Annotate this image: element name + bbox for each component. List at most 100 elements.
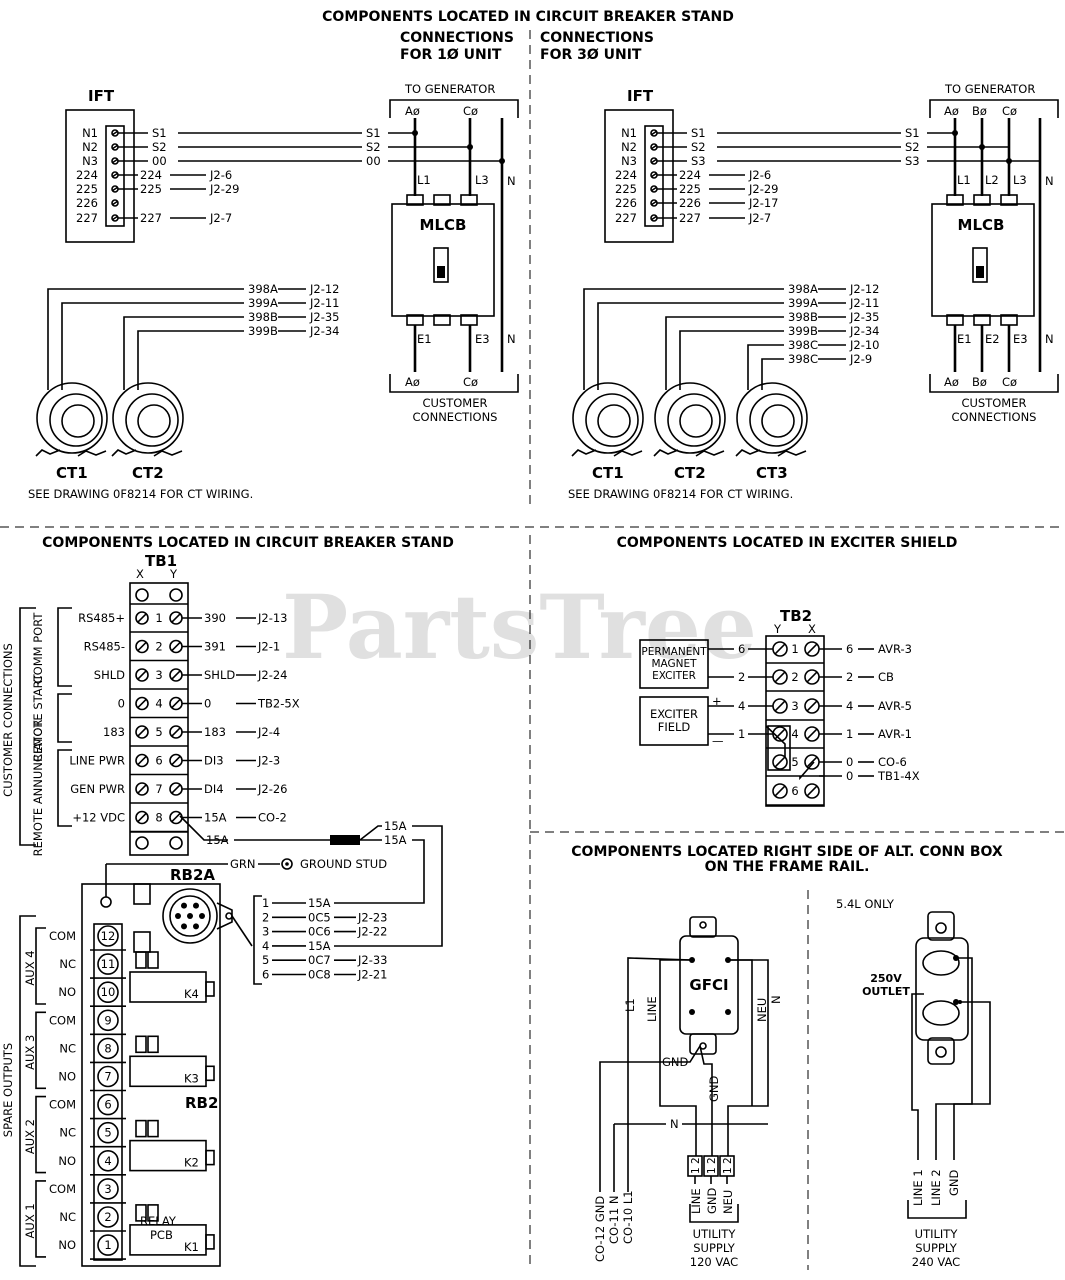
load-e1: E1 — [957, 332, 972, 346]
supply240-text: 240 VAC — [912, 1255, 960, 1269]
tb2-right-wire: 6 — [846, 642, 853, 656]
ift-screw — [111, 199, 119, 207]
rb2a-label: RB2A — [170, 866, 215, 884]
line-label: LINE — [645, 996, 659, 1022]
supply-terminal-number: 1 2 — [690, 1157, 702, 1174]
mlcb-lug — [433, 194, 451, 206]
ift-label: IFT — [627, 87, 654, 105]
outlet-250v-label: 250V — [870, 972, 902, 985]
ct-dest: J2-34 — [309, 324, 340, 338]
ift-wire: S2 — [691, 140, 706, 154]
screw-terminal — [135, 782, 149, 796]
see-drawing-note: SEE DRAWING 0F8214 FOR CT WIRING. — [28, 487, 253, 501]
col2-heading-2: FOR 3Ø UNIT — [540, 47, 642, 63]
ct-label: CT2 — [674, 464, 706, 482]
screw-slot — [806, 671, 818, 683]
ct-dest: J2-35 — [309, 310, 340, 324]
tb1-dest: J2-4 — [257, 725, 280, 739]
ct-ring-outer — [36, 382, 108, 454]
ift-wire-dest: S1 — [366, 126, 381, 140]
tb1-dest: TB2-5X — [257, 697, 300, 711]
extra-15a: 15A — [206, 833, 229, 847]
ift-wire: S3 — [691, 154, 706, 168]
ift-wire-dest: S3 — [905, 154, 920, 168]
tb2-right-wire: 0 — [846, 755, 853, 769]
ct-label: CT3 — [756, 464, 788, 482]
tb1-dest: CO-2 — [258, 811, 287, 825]
mlcb-label: MLCB — [420, 216, 467, 234]
mlcb-handle — [433, 247, 449, 283]
ct-ring-mid — [125, 393, 179, 447]
ift-jump: J2-7 — [209, 211, 232, 225]
to-generator-label: TO GENERATOR — [944, 82, 1035, 96]
ift-wire-dest: 00 — [366, 154, 381, 168]
rb2-contact: NC — [59, 1041, 76, 1055]
rb2-board — [81, 883, 221, 1267]
ift-wire: 226 — [679, 196, 701, 210]
n-label-2: N — [670, 1117, 679, 1131]
connector-pin — [181, 902, 187, 909]
ift-wire-dest: S1 — [905, 126, 920, 140]
line-l2: L2 — [985, 173, 999, 187]
tb1-block — [129, 582, 189, 856]
supply-terminal-number: 1 2 — [722, 1157, 734, 1174]
n-label: N — [769, 995, 783, 1004]
screw-slot — [774, 756, 786, 768]
tb1-left-label: 0 — [118, 697, 125, 711]
ct-ring-mid — [749, 393, 803, 447]
relay-label: K1 — [184, 1240, 199, 1254]
tb1-dest: J2-3 — [257, 754, 280, 768]
tb2-terminal-number: 2 — [791, 670, 798, 684]
ct-wire: 399A — [248, 296, 278, 310]
ct-dest: J2-11 — [309, 296, 340, 310]
rb2-terminal-number: 10 — [101, 985, 116, 999]
connector-dest: J2-23 — [357, 910, 388, 924]
rb2-contact: NC — [59, 1210, 76, 1224]
comm-port-bracket — [57, 607, 72, 687]
connector-wire: 0C8 — [308, 968, 331, 982]
ift-wire: 224 — [679, 168, 701, 182]
screw-slot — [137, 641, 147, 652]
screw-slot — [171, 613, 181, 623]
ct-ring-mid — [585, 393, 639, 447]
ct-label: CT1 — [592, 464, 624, 482]
outlets-heading-2: ON THE FRAME RAIL. — [705, 859, 870, 875]
pme-box — [639, 639, 709, 689]
screw-terminal — [804, 783, 820, 799]
screw-slot — [137, 698, 147, 709]
tb1-dest: J2-26 — [257, 782, 288, 796]
screw-terminal — [135, 611, 149, 625]
to-generator-label: TO GENERATOR — [404, 82, 495, 96]
aux-bracket — [35, 1095, 46, 1174]
ct-wire: 398C — [788, 338, 818, 352]
ift-wire-dest: S2 — [905, 140, 920, 154]
connector-wire: 0C6 — [308, 925, 331, 939]
rb2-terminal-strip — [93, 923, 123, 1261]
l1-label: L1 — [623, 998, 637, 1012]
tb1-x: X — [136, 567, 144, 581]
tb1-left-label: SHLD — [94, 668, 125, 682]
tb2-terminal-number: 5 — [791, 755, 798, 769]
tb2-y: Y — [773, 622, 782, 636]
tb1-left-label: 183 — [103, 725, 125, 739]
tb2-terminal-number: 1 — [791, 642, 798, 656]
ct-wire: 398C — [788, 352, 818, 366]
ct-ring-outer — [654, 382, 726, 454]
ground-stud-icon — [281, 858, 293, 870]
tb2-right-wire: 1 — [846, 727, 853, 741]
supply-terminal-number: 1 2 — [706, 1157, 718, 1174]
generator-bracket — [929, 99, 1059, 118]
gnd-label-vertical: GND — [707, 1075, 721, 1102]
aux-label: AUX 1 — [23, 1203, 37, 1238]
ct-wire: 399A — [788, 296, 818, 310]
tb2-dest: TB1-4X — [877, 769, 920, 783]
connector-pin-number: 2 — [262, 910, 269, 924]
ift-wire: S1 — [691, 126, 706, 140]
screw-slot — [774, 728, 786, 740]
rb2-terminal — [97, 953, 119, 975]
screw-slot — [137, 755, 147, 766]
customer-connections-1: CUSTOMER — [961, 396, 1026, 410]
tb2-terminal-number: 6 — [791, 784, 798, 798]
